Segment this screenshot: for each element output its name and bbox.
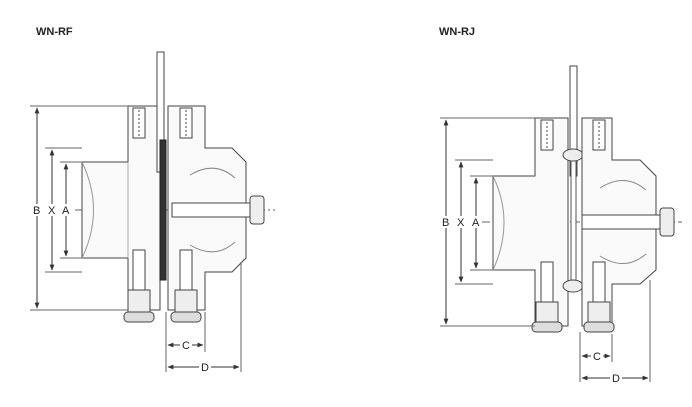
wn-rf-label-a: A: [62, 205, 70, 217]
wn-rj-ring-bottom: [562, 279, 584, 293]
wn-rj-nut-bottom-right: [587, 301, 611, 323]
wn-rj-label-b: B: [442, 217, 449, 229]
wn-rf-diagram: [30, 51, 275, 372]
wn-rj-title: WN-RJ: [439, 26, 476, 38]
wn-rj-label-c: C: [593, 351, 601, 363]
wn-rf-title: WN-RF: [36, 26, 73, 38]
wn-rj-nut-bottom-left: [535, 301, 559, 323]
wn-rf-nut-bottom-left: [127, 289, 151, 313]
wn-rf-gasket: [159, 139, 167, 281]
wn-rf-jackscrew: [171, 202, 253, 218]
wn-rj-label-d: D: [612, 373, 620, 385]
wn-rj-ring-top: [562, 148, 584, 162]
wn-rj-label-a: A: [472, 217, 480, 229]
wn-rj-diagram: [440, 65, 682, 382]
wn-rj-jackscrew: [581, 214, 663, 230]
wn-rj-label-x: X: [457, 217, 465, 229]
wn-rf-label-c: C: [182, 340, 190, 352]
wn-rf-label-d: D: [201, 362, 209, 374]
wn-rf-nut-bottom-right: [174, 289, 198, 313]
wn-rf-label-x: X: [48, 205, 56, 217]
wn-rf-label-b: B: [33, 205, 40, 217]
